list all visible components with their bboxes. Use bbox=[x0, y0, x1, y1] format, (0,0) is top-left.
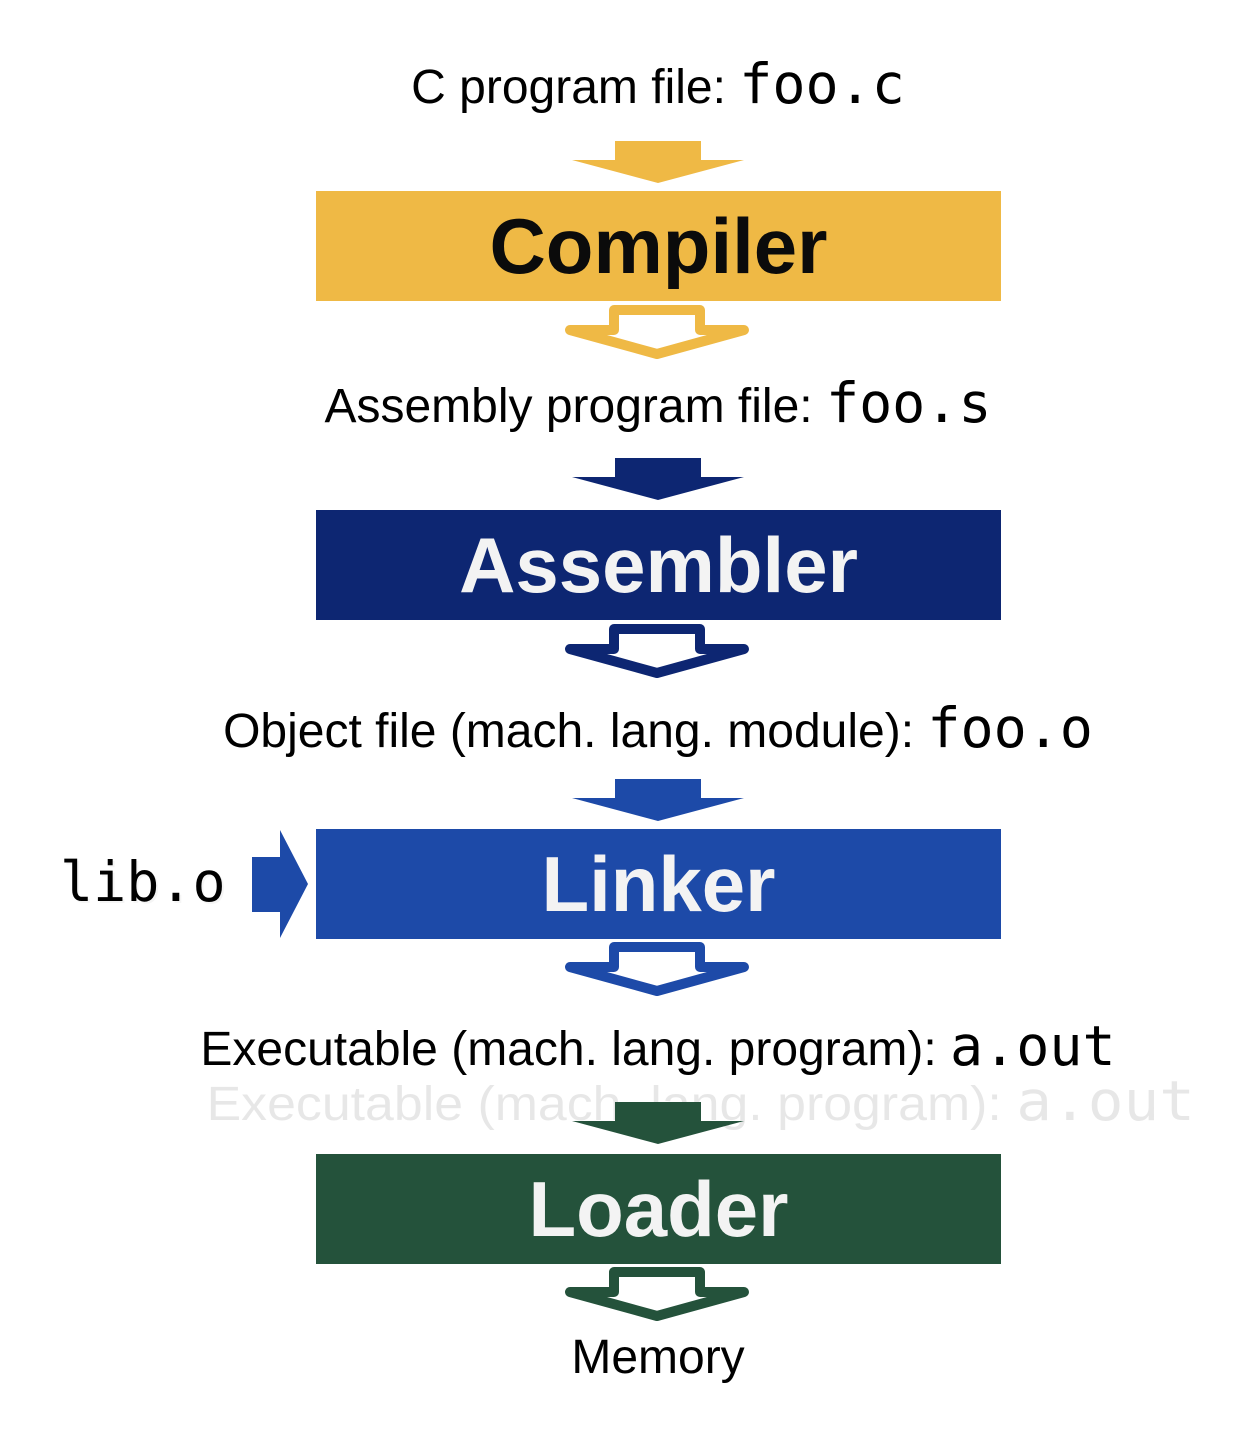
label-executable-file: Executable (mach. lang. program): a.out bbox=[200, 1014, 1116, 1078]
stage-loader-label: Loader bbox=[528, 1164, 789, 1253]
filename-a-out: a.out bbox=[950, 1014, 1116, 1078]
arrow-into-compiler-icon bbox=[572, 141, 744, 183]
label-executable-file-text: Executable (mach. lang. program): bbox=[200, 1023, 951, 1076]
arrow-out-of-compiler-icon bbox=[565, 305, 749, 359]
label-assembly-program-file: Assembly program file: foo.s bbox=[324, 371, 992, 435]
filename-lib-o: lib.o bbox=[60, 850, 226, 914]
stage-compiler: Compiler bbox=[316, 191, 1001, 301]
label-assembly-program-file-text: Assembly program file: bbox=[324, 380, 826, 433]
stage-linker: Linker bbox=[316, 829, 1001, 939]
arrow-lib-into-linker-icon bbox=[252, 830, 308, 938]
label-lib-o: lib.o bbox=[60, 850, 226, 914]
label-executable-ghost: Executable (mach. lang. program): a.out bbox=[206, 1069, 1196, 1134]
arrow-out-of-loader-icon bbox=[565, 1267, 749, 1321]
label-object-file: Object file (mach. lang. module): foo.o bbox=[223, 696, 1093, 760]
stage-assembler: Assembler bbox=[316, 510, 1001, 620]
label-memory-text: Memory bbox=[571, 1331, 745, 1384]
arrow-into-assembler-icon bbox=[572, 458, 744, 500]
stage-loader: Loader bbox=[316, 1154, 1001, 1264]
filename-foo-s: foo.s bbox=[825, 371, 992, 435]
stage-assembler-label: Assembler bbox=[459, 520, 858, 609]
stage-compiler-label: Compiler bbox=[489, 201, 828, 290]
arrow-into-loader-icon bbox=[572, 1102, 744, 1144]
arrow-into-linker-icon bbox=[572, 779, 744, 821]
arrow-out-of-assembler-icon bbox=[565, 624, 749, 678]
arrow-out-of-linker-icon bbox=[565, 942, 749, 996]
label-c-program-file: C program file: foo.c bbox=[411, 52, 905, 116]
filename-foo-c: foo.c bbox=[739, 52, 905, 116]
label-c-program-file-text: C program file: bbox=[411, 61, 740, 114]
stage-linker-label: Linker bbox=[541, 839, 776, 928]
label-memory: Memory bbox=[571, 1330, 744, 1385]
filename-foo-o: foo.o bbox=[927, 696, 1093, 760]
label-object-file-text: Object file (mach. lang. module): bbox=[223, 705, 928, 758]
